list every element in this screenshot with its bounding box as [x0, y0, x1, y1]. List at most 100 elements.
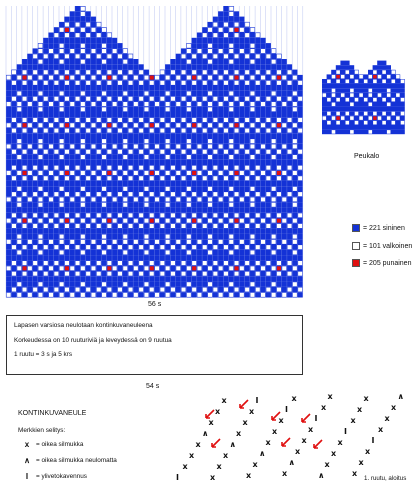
mitten-stitch	[208, 27, 213, 32]
mitten-stitch	[107, 218, 112, 223]
red-swatch-icon	[352, 259, 360, 267]
mitten-stitch	[266, 54, 271, 59]
mitten-stitch	[271, 123, 276, 128]
mitten-stitch	[22, 218, 27, 223]
mitten-stitch	[64, 192, 69, 197]
thumb-stitch	[345, 97, 350, 102]
mitten-stitch	[229, 91, 234, 96]
mitten-stitch	[38, 144, 43, 149]
mitten-stitch	[160, 149, 165, 154]
mitten-stitch	[43, 117, 48, 122]
mitten-stitch	[186, 197, 191, 202]
mitten-stitch	[229, 102, 234, 107]
mitten-stitch	[234, 218, 239, 223]
mitten-stitch	[292, 186, 297, 191]
mitten-stitch	[86, 33, 91, 38]
mitten-stitch	[102, 218, 107, 223]
mitten-stitch	[17, 239, 22, 244]
mitten-stitch	[149, 213, 154, 218]
thumb-row-bg	[372, 65, 391, 70]
mitten-stitch	[6, 144, 11, 149]
mitten-stitch	[133, 197, 138, 202]
mitten-stitch	[292, 266, 297, 271]
mitten-stitch	[64, 117, 69, 122]
mitten-stitch	[64, 287, 69, 292]
mitten-stitch	[223, 33, 228, 38]
mitten-stitch	[43, 54, 48, 59]
thumb-row-bg	[363, 74, 401, 79]
thumb-stitch	[354, 97, 359, 102]
mitten-stitch	[245, 213, 250, 218]
mitten-stitch	[102, 197, 107, 202]
mitten-stitch	[266, 261, 271, 266]
mitten-stitch	[112, 197, 117, 202]
mitten-stitch	[22, 176, 27, 181]
mitten-stitch	[64, 27, 69, 32]
mitten-stitch	[80, 282, 85, 287]
mitten-stitch	[38, 123, 43, 128]
mitten-stitch	[202, 223, 207, 228]
mitten-stitch	[33, 149, 38, 154]
mitten-stitch	[255, 80, 260, 85]
caret-stitch-icon: ∧	[289, 458, 296, 467]
x-stitch-icon: x	[351, 416, 357, 425]
mitten-stitch	[181, 271, 186, 276]
mitten-stitch	[186, 218, 191, 223]
mitten-stitch	[239, 218, 244, 223]
caret-stitch-icon: ∧	[24, 456, 30, 465]
mitten-stitch	[245, 223, 250, 228]
x-stitch-icon: x	[215, 407, 221, 416]
mitten-stitch	[255, 128, 260, 133]
mitten-stitch	[139, 176, 144, 181]
mitten-stitch	[6, 197, 11, 202]
mitten-stitch	[54, 54, 59, 59]
mitten-stitch	[208, 139, 213, 144]
mitten-stitch	[17, 218, 22, 223]
mitten-stitch	[139, 223, 144, 228]
mitten-stitch	[75, 128, 80, 133]
thumb-stitch	[322, 93, 327, 97]
mitten-stitch	[59, 292, 64, 297]
thumb-row-bg	[326, 74, 364, 79]
mitten-stitch	[192, 117, 197, 122]
mitten-stitch	[160, 192, 165, 197]
mitten-stitch	[292, 282, 297, 287]
mitten-stitch	[11, 80, 16, 85]
thumb-stitch	[373, 97, 377, 102]
thumb-row-bg	[322, 97, 405, 102]
mitten-stitch	[261, 144, 266, 149]
mitten-stitch	[149, 287, 154, 292]
mitten-stitch	[80, 292, 85, 297]
mitten-stitch	[102, 91, 107, 96]
mitten-stitch	[59, 49, 64, 54]
mitten-stitch	[276, 165, 281, 170]
x-stitch-icon: x	[210, 473, 216, 482]
mitten-stitch	[271, 91, 276, 96]
mitten-stitch	[197, 102, 202, 107]
x-stitch-icon: x	[243, 418, 249, 427]
mitten-stitch	[144, 91, 149, 96]
mitten-stitch	[165, 197, 170, 202]
mitten-stitch	[54, 245, 59, 250]
legend-white: = 101 valkoinen	[352, 242, 412, 250]
mitten-stitch	[43, 271, 48, 276]
mitten-stitch	[245, 149, 250, 154]
mitten-stitch	[287, 128, 292, 133]
red-arrow-icon	[211, 438, 221, 448]
mitten-stitch	[255, 70, 260, 75]
mitten-stitch	[266, 80, 271, 85]
mitten-stitch	[250, 107, 255, 112]
mitten-stitch	[234, 149, 239, 154]
mitten-stitch	[11, 287, 16, 292]
mitten-stitch	[192, 271, 197, 276]
mitten-stitch	[64, 123, 69, 128]
thumb-stitch	[386, 130, 391, 134]
mitten-stitch	[229, 292, 234, 297]
mitten-stitch	[91, 266, 96, 271]
mitten-stitch	[239, 170, 244, 175]
mitten-stitch	[208, 234, 213, 239]
mitten-stitch	[181, 245, 186, 250]
mitten-stitch	[75, 192, 80, 197]
mitten-stitch	[139, 80, 144, 85]
mitten-stitch	[128, 287, 133, 292]
